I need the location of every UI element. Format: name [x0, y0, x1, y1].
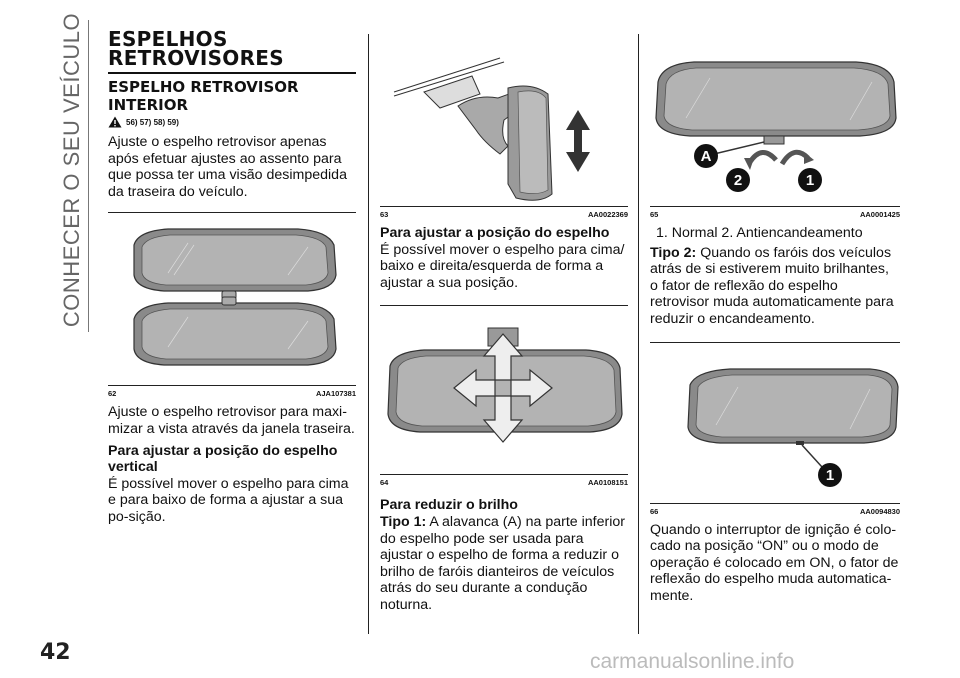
chapter-title-line2: RETROVISORES: [108, 46, 284, 70]
column-1: ESPELHOS RETROVISORES ESPELHO RETROVISOR…: [108, 27, 356, 531]
mode-list: 1. Normal 2. Antiencandeamento: [656, 225, 863, 241]
section-divider: [88, 20, 89, 332]
paragraph-intro: Ajuste o espelho retrovisor apenas após …: [108, 134, 347, 200]
subtitle-line2: INTERIOR: [108, 96, 189, 114]
mirror-side-view-illustration: [393, 57, 590, 201]
mirror-sensor-illustration: 1: [687, 367, 899, 487]
paragraph-tipo-1: Tipo 1: A alavanca (A) na parte inferior…: [380, 513, 625, 613]
label-sensor-1: 1: [826, 467, 834, 484]
figure-63: [380, 34, 628, 206]
paragraph-vertical-adjust: É possível mover o espelho para cima e p…: [108, 475, 349, 525]
heading-reduce-glare: Para reduzir o brilho: [380, 497, 518, 514]
heading-vertical-adjust: Para ajustar a posição do espelho vertic…: [108, 442, 338, 476]
subtitle-line1: ESPELHO RETROVISOR: [108, 78, 299, 96]
mirror-four-direction-illustration: [387, 327, 623, 444]
title-underline: [108, 72, 356, 74]
label-a: A: [701, 148, 712, 165]
section-title-vertical: CONHECER O SEU VEÍCULO: [59, 12, 84, 328]
column-divider-1: [368, 34, 369, 634]
figure-65: A 2 1: [650, 34, 900, 206]
figure-62: [108, 212, 356, 385]
label-1: 1: [806, 172, 814, 189]
watermark: carmanualsonline.info: [590, 650, 795, 673]
mirror-lever-illustration: A 2 1: [655, 61, 897, 192]
page-number: 42: [40, 640, 71, 665]
paragraph-ignition: Quando o interruptor de ignição é colo-c…: [650, 521, 899, 604]
figure-66: 1: [650, 341, 900, 503]
column-divider-2: [638, 34, 639, 634]
warning-refs: 56) 57) 58) 59): [108, 116, 356, 128]
figure-64: [380, 305, 628, 474]
warning-icon: [108, 116, 122, 128]
chapter-title-line1: ESPELHOS: [108, 27, 228, 51]
heading-position-adjust: Para ajustar a posição do espelho: [380, 225, 610, 241]
label-2: 2: [734, 172, 742, 189]
paragraph-tipo-2: Tipo 2: Quando os faróis dos veículos at…: [650, 244, 894, 327]
paragraph-position-adjust: É possível mover o espelho para cima/ ba…: [380, 241, 625, 291]
mirror-positions-illustration: [133, 228, 337, 366]
paragraph-maximize: Ajuste o espelho retrovisor para maxi-mi…: [108, 404, 355, 437]
